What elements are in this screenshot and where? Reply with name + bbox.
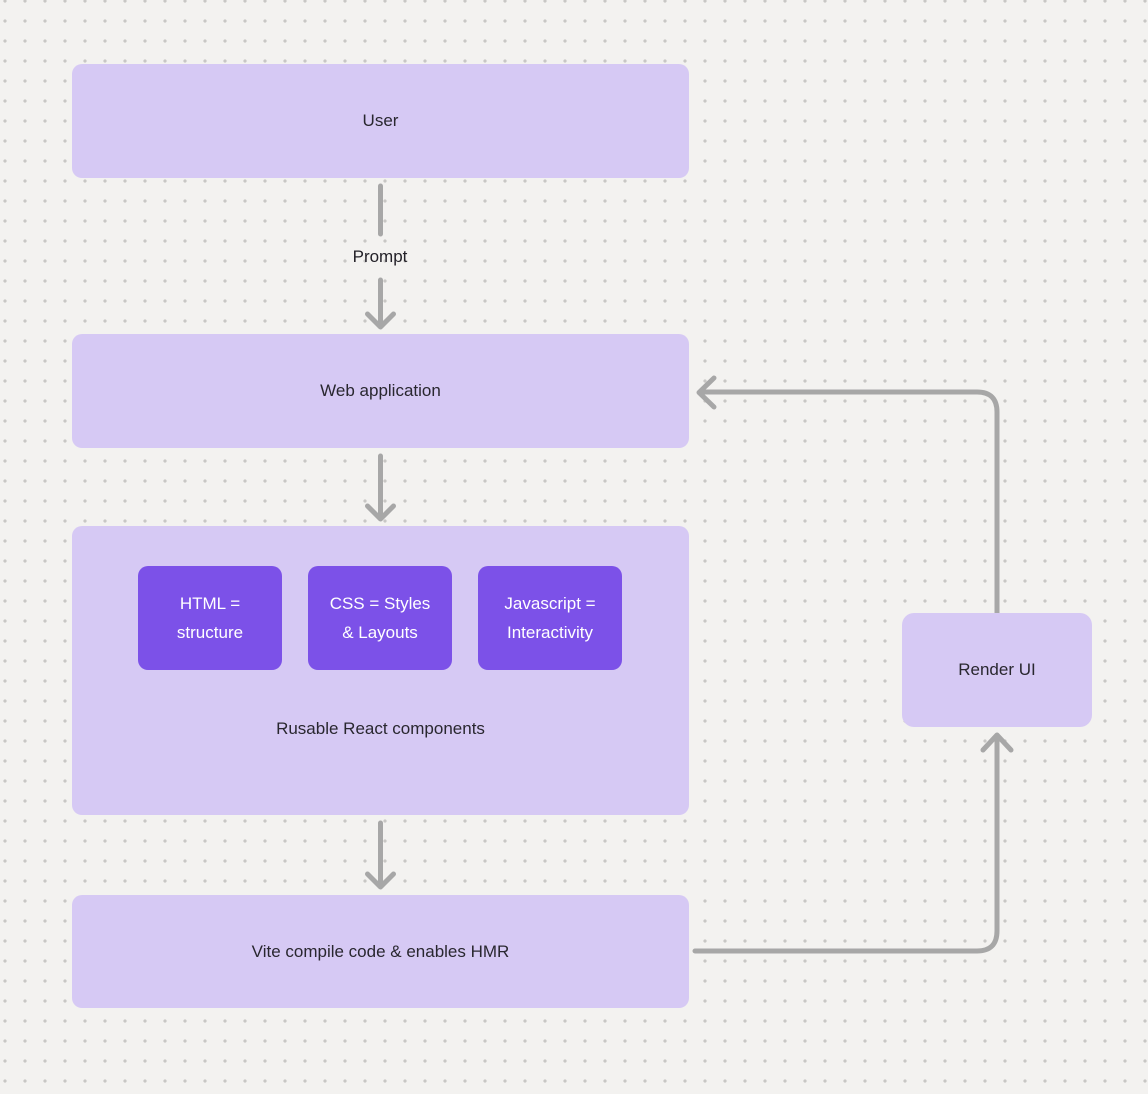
arrow-webapp-to-components[interactable] bbox=[365, 453, 396, 522]
chip-css-label: CSS = Styles & Layouts bbox=[329, 594, 431, 642]
edge-label-prompt[interactable]: Prompt bbox=[352, 247, 408, 266]
chip-javascript[interactable]: Javascript = Interactivity bbox=[478, 566, 622, 670]
components-caption: Rusable React components bbox=[276, 719, 485, 738]
node-user[interactable]: User bbox=[72, 64, 689, 178]
chip-html[interactable]: HTML = structure bbox=[138, 566, 282, 670]
node-vite[interactable]: Vite compile code & enables HMR bbox=[72, 895, 689, 1008]
arrow-renderui-to-webapp[interactable] bbox=[696, 375, 1000, 616]
chip-javascript-label: Javascript = Interactivity bbox=[504, 594, 596, 642]
node-render-ui-label: Render UI bbox=[958, 660, 1036, 679]
arrow-components-to-vite[interactable] bbox=[365, 820, 396, 890]
arrow-vite-to-renderui[interactable] bbox=[692, 732, 1014, 954]
node-vite-label: Vite compile code & enables HMR bbox=[251, 941, 510, 961]
chip-html-label: HTML = structure bbox=[176, 594, 244, 642]
node-user-label: User bbox=[362, 111, 399, 130]
node-components-container[interactable]: HTML = structure CSS = Styles & Layouts … bbox=[72, 526, 689, 815]
chip-css[interactable]: CSS = Styles & Layouts bbox=[308, 566, 452, 670]
node-web-application-label: Web application bbox=[320, 381, 441, 400]
arrow-user-to-webapp[interactable] bbox=[365, 183, 396, 330]
node-render-ui[interactable]: Render UI bbox=[902, 613, 1092, 727]
node-web-application[interactable]: Web application bbox=[72, 334, 689, 448]
